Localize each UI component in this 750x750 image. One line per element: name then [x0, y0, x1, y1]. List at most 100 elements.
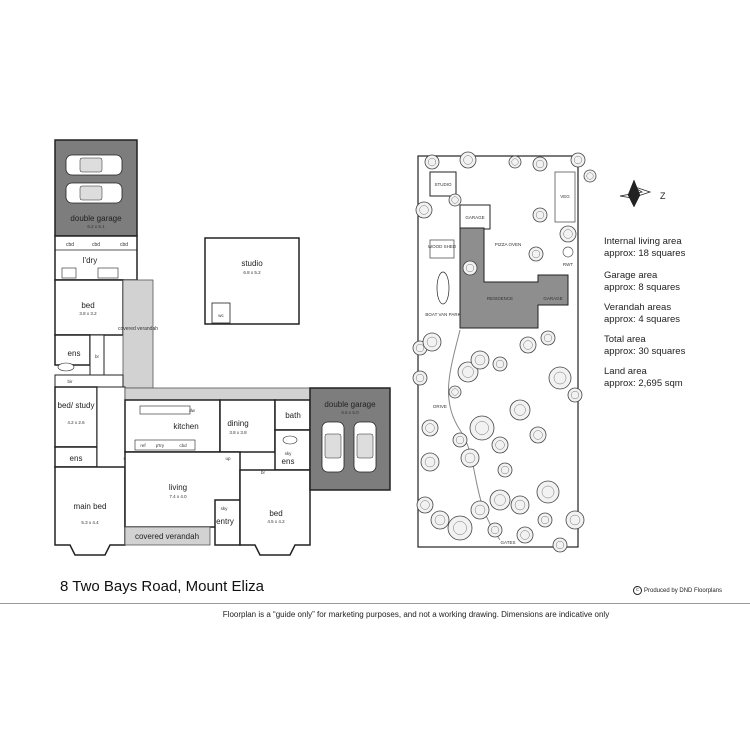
- room-label-garage-top: double garage: [70, 214, 122, 223]
- tree-icon: [510, 495, 530, 515]
- tree-icon: [523, 340, 533, 350]
- site-plan: STUDIO GARAGE VEG WOOD SHED PIZZA OVEN R…: [412, 151, 666, 553]
- covered-verandah-front: [124, 526, 211, 546]
- tree-icon: [427, 157, 437, 167]
- tree-icon: [494, 494, 506, 506]
- room-dims-main-bed: 5.3 x 4.4: [81, 520, 99, 525]
- car-icon: [65, 182, 123, 204]
- room-label-laundry: l'dry: [83, 256, 97, 265]
- pantry-label: p'try: [156, 443, 165, 448]
- tree-icon: [492, 356, 508, 372]
- tree-icon: [520, 530, 530, 540]
- tree-icon: [447, 515, 473, 541]
- property-address: 8 Two Bays Road, Mount Eliza: [60, 578, 264, 595]
- tree-icon: [532, 156, 548, 172]
- residence-footprint: [459, 227, 569, 329]
- veg-garden: [554, 171, 576, 223]
- tree-icon: [531, 249, 541, 259]
- tree-icon: [563, 229, 573, 239]
- tree-icon: [540, 330, 556, 346]
- tree-icon: [535, 159, 545, 169]
- site-label-garage-top: GARAGE: [465, 215, 484, 220]
- tree-icon: [559, 225, 577, 243]
- verandah-strip: [124, 387, 311, 401]
- tree-icon: [420, 452, 440, 472]
- tree-icon: [487, 522, 503, 538]
- room-label-bath: bath: [285, 411, 301, 420]
- tree-icon: [421, 419, 439, 437]
- tree-icon: [516, 526, 534, 544]
- tree-icon: [463, 155, 473, 165]
- cabinet-label: cbd: [92, 242, 100, 248]
- tree-icon: [464, 452, 476, 464]
- tree-icon: [508, 155, 522, 169]
- room-label-studio: studio: [241, 259, 263, 268]
- site-label-studio: STUDIO: [434, 182, 452, 187]
- floor-plan: double garage 6.2 x 5.1 cbd cbd cbd l'dr…: [54, 139, 391, 556]
- tree-icon: [420, 500, 430, 510]
- tree-icon: [541, 485, 555, 499]
- kitchen-bench: [139, 405, 191, 415]
- site-label-residence: RESIDENCE: [487, 296, 513, 301]
- tree-icon: [469, 415, 495, 441]
- site-label-veg: VEG: [560, 194, 570, 199]
- tree-icon: [552, 537, 568, 553]
- legend-title: Garage area: [604, 270, 658, 281]
- site-label-rwt: RWT: [563, 262, 573, 267]
- tree-icon: [511, 158, 519, 166]
- legend-title: Total area: [604, 334, 646, 345]
- site-label-pizza-oven: PIZZA OVEN: [495, 242, 522, 247]
- room-dims-studio: 6.8 x 5.2: [243, 270, 261, 275]
- tree-icon: [543, 333, 553, 343]
- tree-icon: [555, 540, 565, 550]
- room-dims-garage-top: 6.2 x 5.1: [87, 224, 105, 229]
- tree-icon: [470, 350, 490, 370]
- tree-icon: [448, 193, 462, 207]
- room-label-bed-1: bed: [81, 301, 94, 310]
- compass-icon: Z: [619, 179, 666, 208]
- skylight-label: sky: [285, 451, 293, 456]
- car-icon: [321, 421, 345, 473]
- tree-icon: [537, 512, 553, 528]
- site-studio: [429, 171, 457, 197]
- room-dims-bed-1: 3.8 x 3.2: [79, 311, 97, 316]
- tree-icon: [453, 521, 467, 535]
- room-label-dining: dining: [227, 419, 248, 428]
- room-dims-bed-2: 4.5 x 4.2: [267, 519, 285, 524]
- tree-icon: [528, 246, 544, 262]
- site-label-boat-van-park: BOAT VAN PARK: [425, 312, 460, 317]
- tree-icon: [455, 435, 465, 445]
- main-bedroom: [54, 466, 126, 556]
- studio-wc: [211, 302, 231, 324]
- legend-value: approx: 18 squares: [604, 248, 686, 259]
- dishwasher-label: dw: [189, 408, 196, 413]
- tree-icon: [540, 515, 550, 525]
- legend-garage-area: Garage area approx: 8 squares: [604, 270, 744, 294]
- compass-label: Z: [660, 191, 666, 201]
- tree-icon: [548, 366, 572, 390]
- tree-icon: [519, 336, 537, 354]
- tree-icon: [470, 500, 490, 520]
- tree-icon: [490, 525, 500, 535]
- tree-icon: [448, 385, 462, 399]
- tree-icon: [495, 359, 505, 369]
- room-label-ensuite-1: ens: [68, 349, 81, 358]
- room-dims-living: 7.4 x 4.0: [169, 494, 187, 499]
- room-label-garage-right: double garage: [324, 400, 376, 409]
- appliance-icon: [97, 267, 119, 279]
- room-label-main-bed: main bed: [74, 502, 107, 511]
- tree-icon: [514, 499, 526, 511]
- site-label-garage-right: GARAGE: [543, 296, 562, 301]
- step-up-label: up: [225, 456, 231, 461]
- hallway: [96, 386, 126, 468]
- hall-robe-label: bir: [67, 379, 73, 384]
- cabinet-label: cbd: [179, 443, 187, 448]
- divider: [0, 603, 750, 604]
- tree-icon: [415, 343, 425, 353]
- tree-icon: [529, 426, 547, 444]
- legend-verandah-area: Verandah areas approx: 4 squares: [604, 302, 744, 326]
- tree-icon: [459, 151, 477, 169]
- tree-icon: [451, 196, 459, 204]
